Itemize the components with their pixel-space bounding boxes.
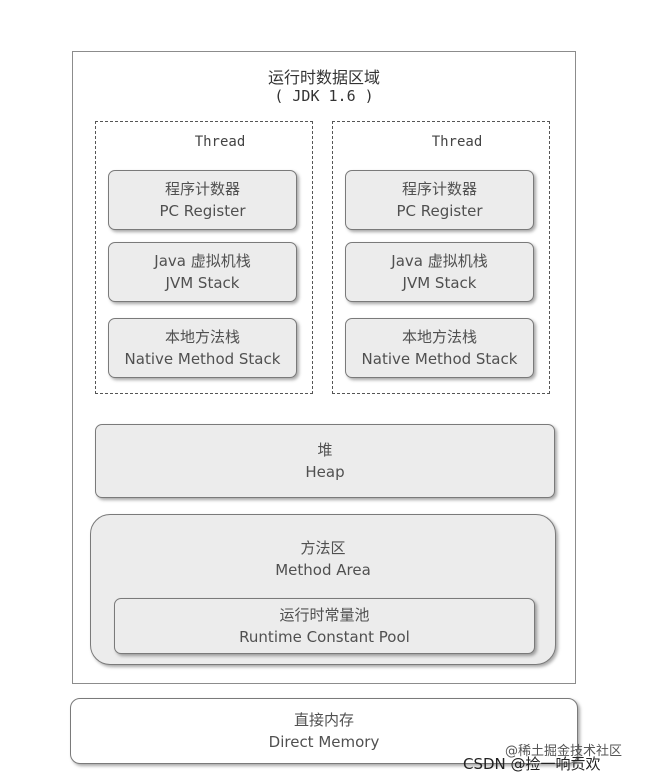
direct-memory-zh: 直接内存 [293,711,354,729]
direct-memory-box: 直接内存 Direct Memory [70,698,578,764]
native-method-stack-en: Native Method Stack [124,350,281,368]
jvm-stack-zh: Java 虚拟机栈 [391,252,488,270]
native-method-stack-zh: 本地方法栈 [164,328,240,346]
juejin-watermark: @稀土掘金技术社区 [505,744,623,759]
method-area-en: Method Area [275,561,371,579]
jvm-stack-box: Java 虚拟机栈 JVM Stack [345,242,534,302]
native-method-stack-box: 本地方法栈 Native Method Stack [108,318,297,378]
pc-register-box: 程序计数器 PC Register [345,170,534,230]
pc-register-en: PC Register [159,202,246,220]
runtime-constant-pool-box: 运行时常量池 Runtime Constant Pool [114,598,535,654]
jvm-stack-box: Java 虚拟机栈 JVM Stack [108,242,297,302]
diagram-subtitle: ( JDK 1.6 ) [274,87,374,105]
heap-box: 堆 Heap [95,424,555,498]
diagram-title: 运行时数据区域 [267,68,380,87]
pc-register-en: PC Register [396,202,483,220]
csdn-watermark: CSDN @捡一响贡欢 [463,755,601,773]
runtime-constant-pool-en: Runtime Constant Pool [239,628,410,646]
thread-block: Thread 程序计数器 PC Register Java 虚拟机栈 JVM S… [332,121,550,394]
pc-register-zh: 程序计数器 [401,180,477,198]
native-method-stack-en: Native Method Stack [361,350,518,368]
method-area-zh: 方法区 [300,539,346,557]
jvm-stack-zh: Java 虚拟机栈 [154,252,251,270]
thread-block: Thread 程序计数器 PC Register Java 虚拟机栈 JVM S… [95,121,313,394]
jvm-stack-en: JVM Stack [165,274,240,292]
direct-memory-en: Direct Memory [268,733,380,751]
heap-en: Heap [305,463,345,481]
jvm-stack-en: JVM Stack [402,274,477,292]
native-method-stack-box: 本地方法栈 Native Method Stack [345,318,534,378]
heap-zh: 堆 [317,441,333,459]
thread-label: Thread [431,134,483,150]
runtime-constant-pool-zh: 运行时常量池 [279,606,370,624]
thread-label: Thread [194,134,246,150]
native-method-stack-zh: 本地方法栈 [401,328,477,346]
pc-register-box: 程序计数器 PC Register [108,170,297,230]
pc-register-zh: 程序计数器 [164,180,240,198]
